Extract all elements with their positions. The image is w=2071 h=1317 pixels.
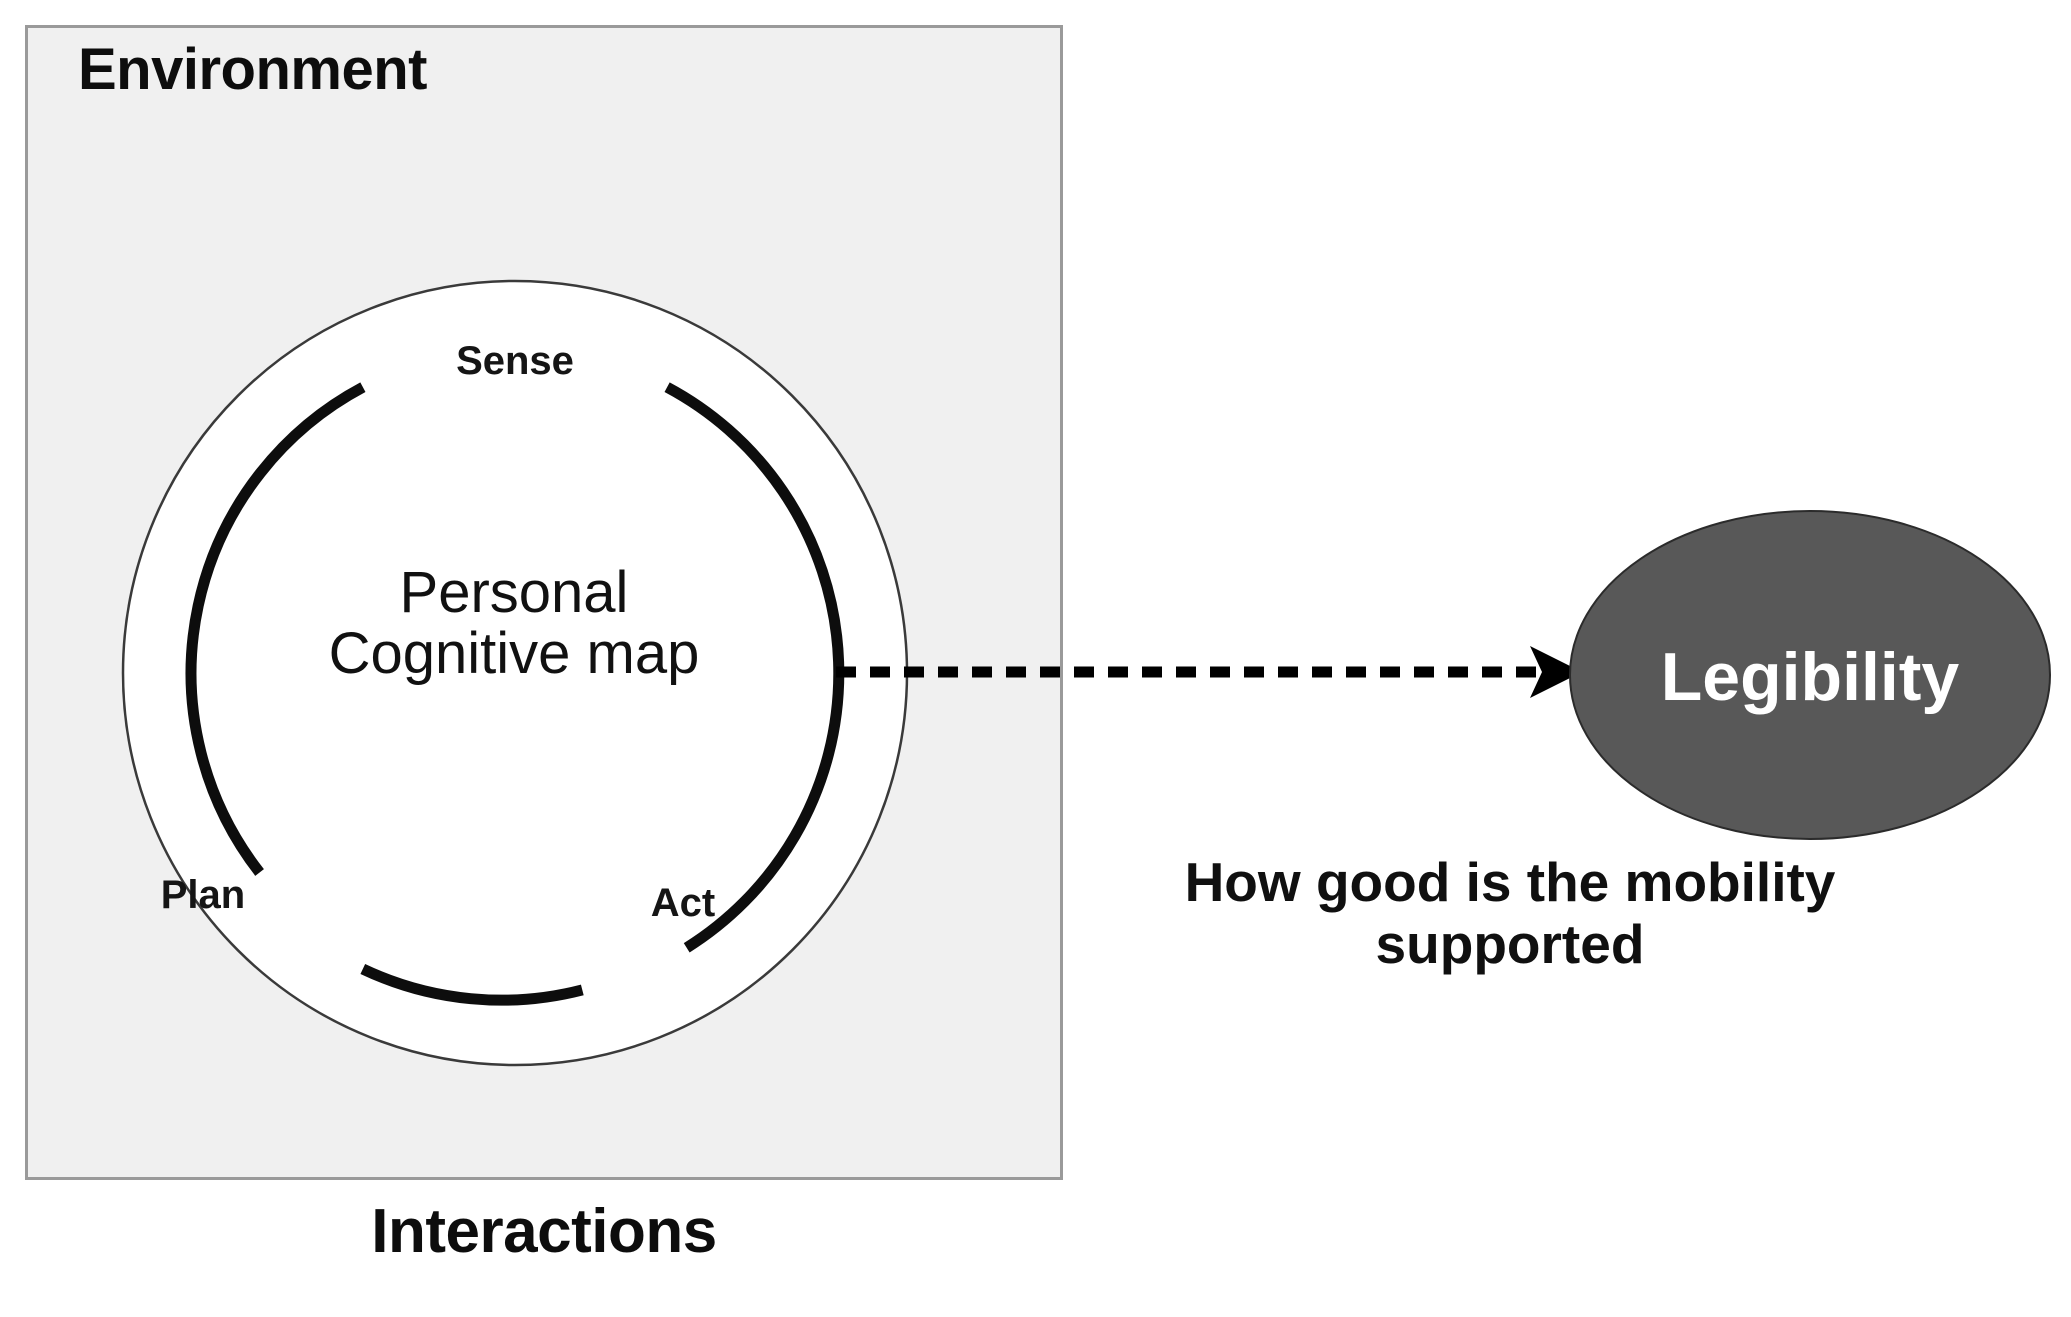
dashed-arrow-connector xyxy=(836,646,1582,698)
arc-sense-to-act xyxy=(664,382,845,953)
legibility-label: Legibility xyxy=(1661,639,1960,715)
arrowhead-icon xyxy=(1530,646,1582,698)
cycle-label-plan: Plan xyxy=(161,873,245,917)
arc-act-to-plan xyxy=(360,964,584,1006)
legibility-node: Legibility xyxy=(1569,510,2051,840)
environment-title: Environment xyxy=(78,37,428,102)
mobility-caption: How good is the mobility supported xyxy=(1184,851,1836,975)
cycle-label-sense: Sense xyxy=(456,339,574,383)
arc-plan-to-sense xyxy=(185,382,366,876)
cycle-label-act: Act xyxy=(651,881,715,925)
legibility-ellipse xyxy=(1569,510,2051,840)
sense-plan-act-cycle: Sense Act Plan xyxy=(121,279,909,1067)
cognitive-map-label: Personal Cognitive map xyxy=(328,560,700,687)
interactions-caption: Interactions xyxy=(371,1197,717,1266)
